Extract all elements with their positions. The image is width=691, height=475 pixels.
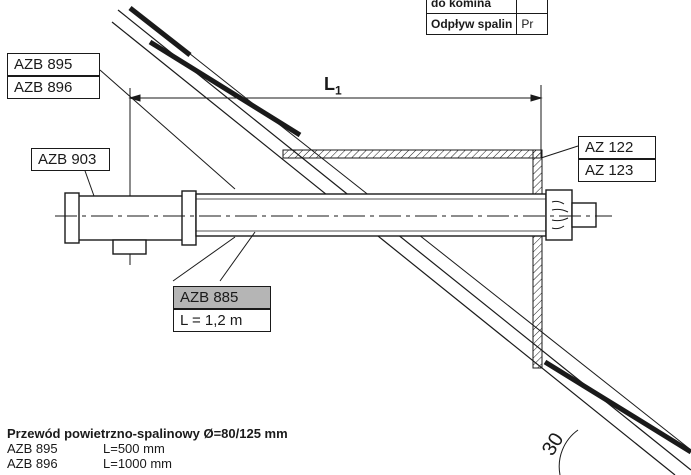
label-az-122: AZ 122 bbox=[578, 136, 656, 159]
table-row: Odpływ spalin Pr bbox=[425, 13, 549, 35]
label-azb-885-length: L = 1,2 m bbox=[173, 309, 271, 332]
legend-title: Przewód powietrzno-spalinowy Ø=80/125 mm bbox=[7, 426, 288, 441]
roof-tiles bbox=[128, 6, 691, 455]
dimension-subscript: 1 bbox=[335, 83, 342, 98]
legend-code: AZB 895 bbox=[7, 441, 58, 456]
table-cell: Pr bbox=[516, 13, 549, 35]
legend-code: AZB 896 bbox=[7, 456, 58, 471]
table-cell: do komina bbox=[425, 0, 518, 14]
label-azb-895: AZB 895 bbox=[7, 53, 100, 76]
dimension-letter: L bbox=[324, 74, 335, 94]
roof-slope bbox=[111, 7, 691, 475]
label-azb-896: AZB 896 bbox=[7, 76, 100, 99]
table-cell: Odpływ spalin bbox=[425, 13, 518, 35]
legend-length: L=500 mm bbox=[103, 441, 165, 456]
concentric-pipe bbox=[55, 189, 612, 255]
list-item: AZB 895 L=500 mm bbox=[7, 441, 288, 456]
label-azb-903: AZB 903 bbox=[31, 148, 110, 171]
label-az-123: AZ 123 bbox=[578, 159, 656, 182]
angle-arc bbox=[558, 429, 579, 475]
leader-lines bbox=[83, 69, 579, 282]
chimney-flashing bbox=[282, 149, 543, 369]
legend: Przewód powietrzno-spalinowy Ø=80/125 mm… bbox=[7, 426, 288, 471]
table-cell bbox=[516, 0, 549, 14]
dimension-label: L1 bbox=[324, 74, 342, 98]
list-item: AZB 896 L=1000 mm bbox=[7, 456, 288, 471]
table-row: do komina bbox=[425, 0, 549, 14]
spec-table: do komina Odpływ spalin Pr bbox=[425, 0, 549, 35]
legend-length: L=1000 mm bbox=[103, 456, 173, 471]
label-azb-885: AZB 885 bbox=[173, 286, 271, 309]
